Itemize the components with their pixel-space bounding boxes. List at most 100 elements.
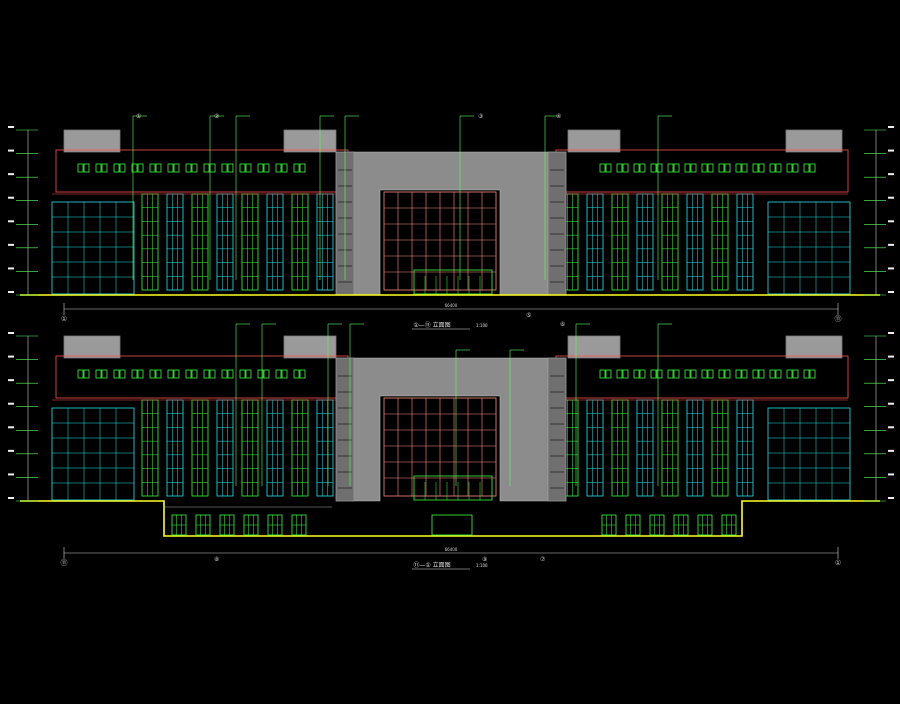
small-window bbox=[83, 163, 90, 173]
small-window bbox=[167, 369, 174, 379]
small-window bbox=[775, 163, 782, 173]
level-label-mark bbox=[8, 379, 14, 382]
small-window bbox=[281, 163, 288, 173]
level-label-mark bbox=[8, 426, 14, 429]
small-window bbox=[809, 369, 816, 379]
level-label-mark bbox=[8, 497, 14, 499]
level-label-mark bbox=[8, 149, 14, 152]
small-window bbox=[113, 163, 120, 173]
small-window bbox=[275, 163, 282, 173]
callout-label: ③ bbox=[478, 113, 483, 120]
roof-stair-box bbox=[785, 129, 843, 153]
small-window bbox=[83, 369, 90, 379]
stair-tower-right bbox=[547, 151, 567, 296]
roof-stair-box bbox=[283, 335, 337, 359]
small-window bbox=[257, 369, 264, 379]
axis-bubble-right: ⑪ bbox=[835, 315, 842, 323]
small-window bbox=[221, 163, 228, 173]
level-label-mark bbox=[8, 332, 14, 334]
small-window bbox=[227, 163, 234, 173]
window-bay bbox=[316, 193, 334, 291]
central-core-frame bbox=[351, 151, 549, 296]
level-label-mark bbox=[8, 220, 14, 223]
small-window bbox=[701, 369, 708, 379]
window-bay bbox=[216, 193, 234, 291]
window-bay bbox=[661, 193, 679, 291]
small-window bbox=[299, 163, 306, 173]
small-window bbox=[599, 163, 606, 173]
elevation-scale: 1:100 bbox=[476, 563, 488, 568]
callout-label: ⑥ bbox=[560, 321, 565, 328]
small-window bbox=[792, 369, 799, 379]
window-bay bbox=[141, 193, 159, 291]
window-bay bbox=[216, 399, 234, 497]
window-bay bbox=[166, 193, 184, 291]
small-window bbox=[221, 369, 228, 379]
small-window bbox=[701, 163, 708, 173]
window-bay bbox=[241, 399, 259, 497]
small-window bbox=[185, 163, 192, 173]
level-label-mark bbox=[888, 402, 894, 405]
small-window bbox=[718, 163, 725, 173]
level-label-mark bbox=[888, 379, 894, 382]
small-window bbox=[656, 369, 663, 379]
small-window bbox=[633, 369, 640, 379]
small-window bbox=[137, 163, 144, 173]
roof-stair-box bbox=[283, 129, 337, 153]
corner-curtain-wall bbox=[767, 201, 851, 295]
callout-label: ② bbox=[214, 113, 220, 120]
window-bay bbox=[636, 193, 654, 291]
small-window bbox=[263, 163, 270, 173]
window-bay bbox=[736, 399, 754, 497]
window-bay bbox=[611, 399, 629, 497]
small-window bbox=[155, 163, 162, 173]
small-window bbox=[758, 163, 765, 173]
window-bay bbox=[611, 193, 629, 291]
small-window bbox=[77, 163, 84, 173]
small-window bbox=[149, 369, 156, 379]
window-bay bbox=[191, 399, 209, 497]
small-window bbox=[167, 163, 174, 173]
small-window bbox=[803, 163, 810, 173]
basement-entrance bbox=[431, 514, 473, 536]
small-window bbox=[131, 369, 138, 379]
stair-tower-left bbox=[335, 357, 355, 502]
stair-tower-right bbox=[547, 357, 567, 502]
ground-line-with-basement bbox=[20, 500, 880, 537]
window-bay bbox=[586, 399, 604, 497]
corner-curtain-wall bbox=[767, 407, 851, 501]
small-window bbox=[203, 163, 210, 173]
small-window bbox=[185, 369, 192, 379]
small-window bbox=[735, 369, 742, 379]
axis-bubble-right: ① bbox=[835, 559, 841, 567]
small-window bbox=[673, 163, 680, 173]
small-window bbox=[173, 163, 180, 173]
elevation-scale: 1:100 bbox=[476, 323, 488, 328]
small-window bbox=[131, 163, 138, 173]
small-window bbox=[769, 163, 776, 173]
main-entrance bbox=[413, 475, 493, 501]
small-window bbox=[724, 369, 731, 379]
small-window bbox=[684, 163, 691, 173]
level-label-mark bbox=[8, 243, 14, 246]
roof-stair-box bbox=[567, 129, 621, 153]
small-window bbox=[137, 369, 144, 379]
level-label-mark bbox=[888, 449, 894, 452]
callout-label: ⑦ bbox=[540, 556, 546, 563]
small-window bbox=[209, 369, 216, 379]
small-window bbox=[191, 163, 198, 173]
small-window bbox=[735, 163, 742, 173]
small-window bbox=[293, 163, 300, 173]
window-bay bbox=[291, 193, 309, 291]
wing-upper-band bbox=[55, 149, 349, 193]
small-window bbox=[724, 163, 731, 173]
level-label-mark bbox=[888, 355, 894, 358]
small-window bbox=[173, 369, 180, 379]
window-bay bbox=[141, 399, 159, 497]
level-label-mark bbox=[8, 196, 14, 199]
window-bay bbox=[711, 193, 729, 291]
window-bay bbox=[686, 193, 704, 291]
small-window bbox=[752, 369, 759, 379]
